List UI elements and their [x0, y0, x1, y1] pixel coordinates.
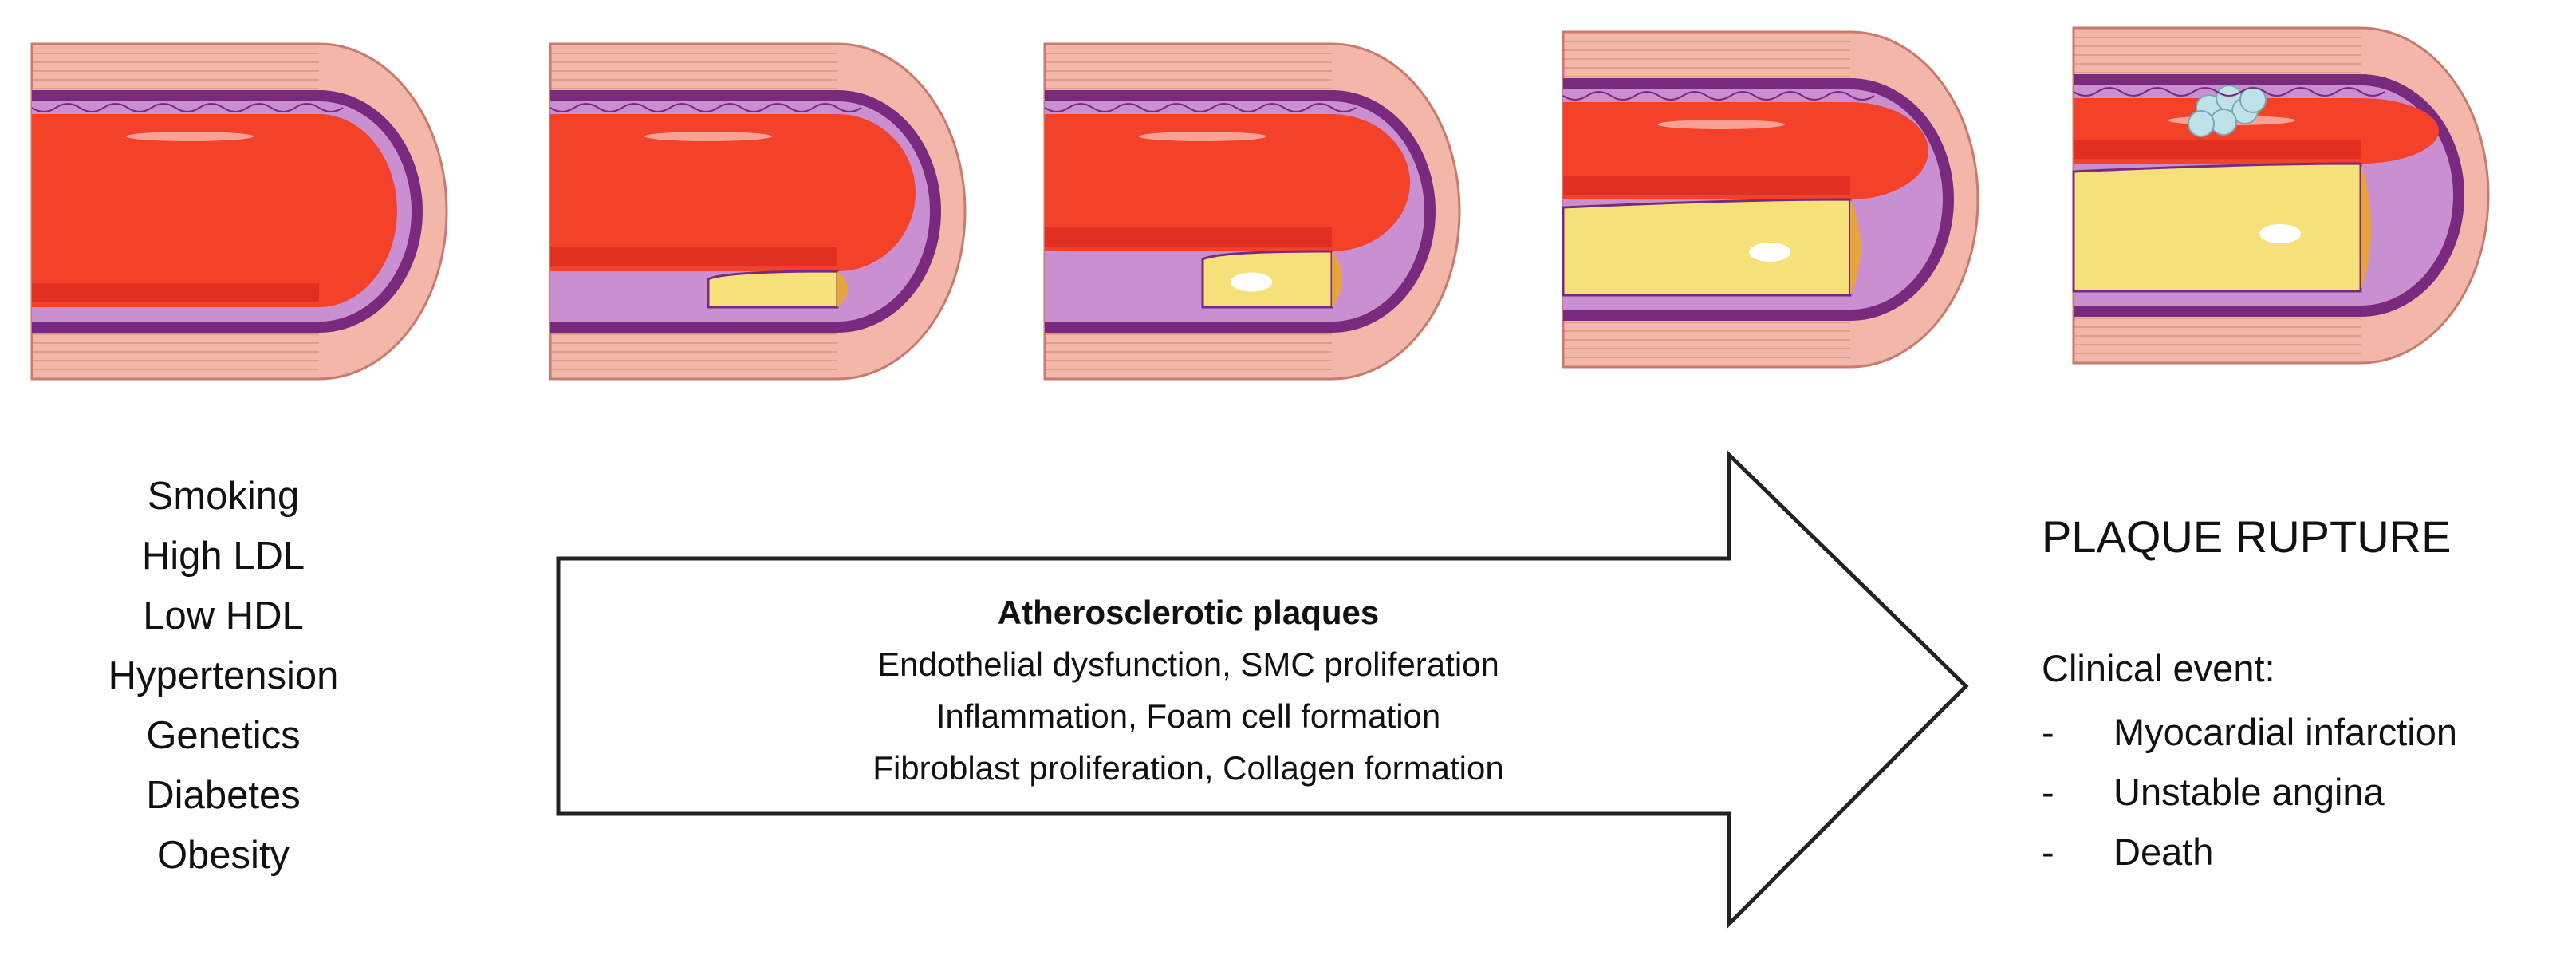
plaque-lipid-core	[1231, 272, 1273, 292]
arrow-line: Fibroblast proliferation, Collagen forma…	[872, 749, 1504, 787]
risk-factor: High LDL	[141, 535, 305, 578]
vessel-lumen-blood	[550, 114, 916, 271]
lumen-shading	[1045, 227, 1332, 247]
vessel-lumen-blood	[1563, 102, 1928, 199]
risk-factor: Obesity	[156, 834, 290, 877]
lumen-highlight	[126, 132, 254, 141]
clinical-event-list: -Myocardial infarction -Unstable angina …	[2042, 702, 2457, 882]
risk-factor: Smoking	[147, 475, 300, 518]
atherosclerotic-plaque	[1562, 198, 1852, 297]
plaque-lipid-core	[1749, 243, 1791, 262]
lumen-highlight	[1139, 132, 1266, 141]
plaque-cap-section	[1850, 199, 1861, 295]
risk-factor: Genetics	[146, 714, 301, 757]
arrow-line: Endothelial dysfunction, SMC proliferati…	[877, 645, 1499, 683]
atherosclerotic-plaque	[707, 270, 839, 309]
arrow-heading: Atherosclerotic plaques	[997, 594, 1380, 631]
lumen-highlight	[1657, 120, 1785, 129]
clinical-event-item: -Myocardial infarction	[2042, 711, 2458, 753]
lumen-highlight	[644, 132, 772, 141]
lumen-shading	[1563, 176, 1850, 195]
plaque-cap-section	[837, 271, 849, 307]
vessel-stage-3-growing-plaque	[1043, 42, 1461, 381]
arrow-caption: Atherosclerotic plaques Endothelial dysf…	[734, 586, 1643, 794]
endothelial-wave	[2073, 87, 2385, 97]
progression-arrow	[556, 450, 1969, 929]
vessel-stage-2-early-plaque	[549, 42, 967, 381]
vessel-stage-1-healthy	[30, 42, 448, 381]
clinical-event-item: -Unstable angina	[2042, 771, 2385, 813]
plaque-cap-section	[1332, 251, 1343, 307]
risk-factor: Low HDL	[143, 594, 304, 637]
endothelial-wave	[31, 103, 344, 112]
risk-factor: Hypertension	[108, 654, 339, 697]
lumen-shading	[2074, 140, 2361, 159]
plaque-rupture-title: PLAQUE RUPTURE	[2042, 511, 2452, 562]
endothelial-wave	[1562, 91, 1875, 101]
risk-factor: Diabetes	[146, 774, 301, 817]
plaque-lipid-core	[2259, 224, 2302, 243]
endothelial-wave	[549, 103, 862, 112]
clinical-event-item: -Death	[2042, 831, 2214, 873]
risk-factor-list: Smoking High LDL Low HDL Hypertension Ge…	[64, 467, 383, 886]
progression-arrow-shape	[556, 450, 1969, 929]
atherosclerotic-plaque	[2072, 162, 2362, 293]
clinical-event-label: Clinical event:	[2042, 647, 2275, 689]
vessel-lumen-blood	[1045, 114, 1410, 251]
lumen-shading	[32, 283, 319, 302]
vessel-stage-5-plaque-rupture	[2072, 26, 2490, 365]
plaque-cap-section	[2361, 164, 2372, 291]
vessel-lumen-blood	[32, 114, 397, 307]
endothelial-wave	[1044, 103, 1357, 112]
thrombus-clot	[2188, 110, 2215, 137]
vessel-stage-4-advanced-plaque	[1562, 30, 1979, 369]
lumen-shading	[550, 247, 837, 266]
arrow-line: Inflammation, Foam cell formation	[935, 697, 1441, 735]
